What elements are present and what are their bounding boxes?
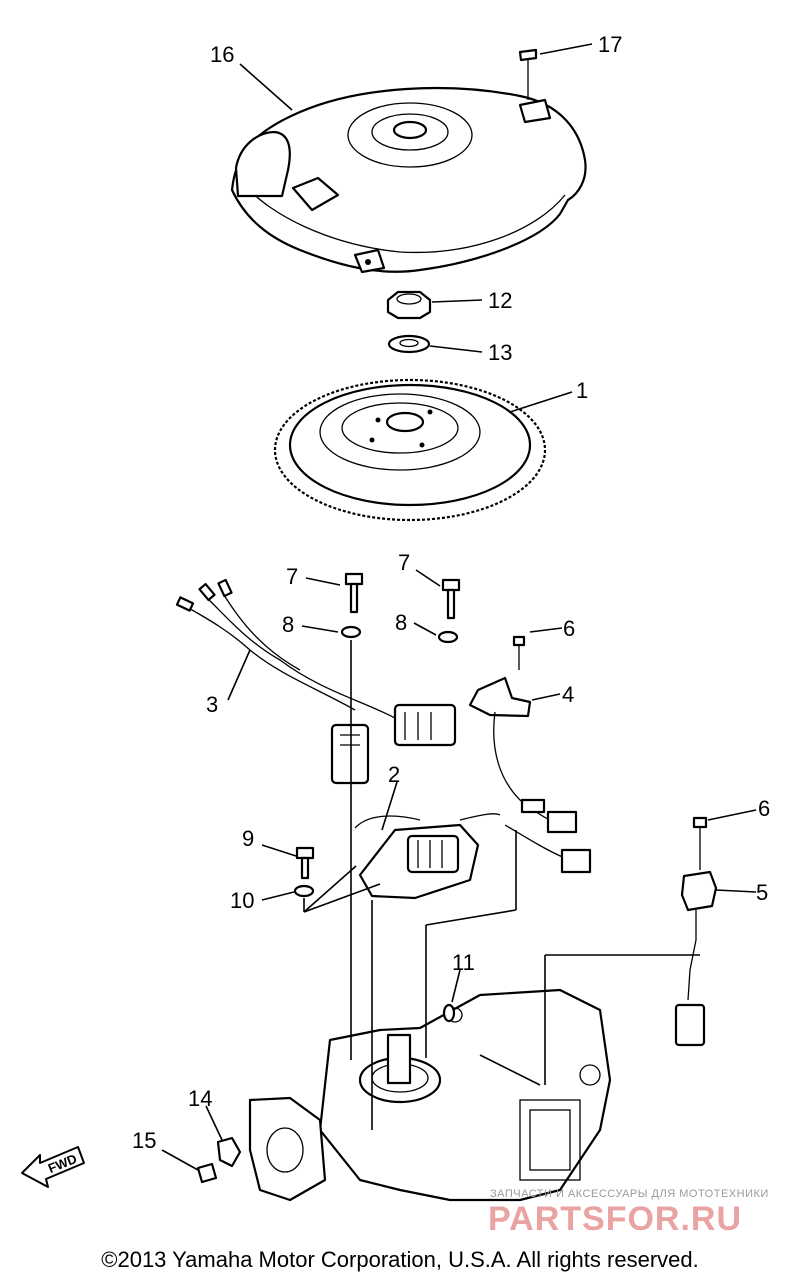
clamp-14 [216, 1136, 242, 1168]
bracket-5 [674, 870, 718, 1047]
callout-11: 11 [452, 950, 475, 975]
flywheel [273, 378, 547, 522]
callout-7-right: 7 [398, 550, 410, 575]
copyright-notice: ©2013 Yamaha Motor Corporation, U.S.A. A… [101, 1247, 699, 1272]
pin-11 [442, 1003, 456, 1023]
callout-2: 2 [388, 762, 400, 787]
bolt-7-left [344, 572, 364, 614]
lighting-coil-2 [354, 813, 592, 900]
callout-14: 14 [188, 1086, 212, 1111]
callout-4: 4 [562, 682, 574, 707]
flywheel-cover [230, 86, 587, 274]
screw-6-lower [692, 816, 708, 870]
callout-17: 17 [598, 32, 622, 57]
callout-7-left: 7 [286, 564, 298, 589]
callout-1: 1 [576, 378, 588, 403]
callout-6-lower: 6 [758, 796, 770, 821]
callout-13: 13 [488, 340, 512, 365]
washer-13 [387, 334, 431, 354]
pulser-coil-4 [468, 635, 578, 834]
callout-6-upper: 6 [563, 616, 575, 641]
washer-8-left [340, 625, 362, 639]
callout-5: 5 [756, 880, 768, 905]
callout-8-right: 8 [395, 610, 407, 635]
bolt-9 [295, 846, 315, 880]
watermark-brand: PARTSFOR.RU [488, 1200, 743, 1238]
charge-coil-harness [175, 578, 457, 785]
screw-17 [518, 48, 538, 100]
callout-9: 9 [242, 826, 254, 851]
callout-15: 15 [132, 1128, 156, 1153]
power-head [248, 988, 612, 1202]
washer-10 [293, 884, 315, 898]
nut-12 [386, 290, 432, 320]
callout-16: 16 [210, 42, 234, 67]
callout-8-left: 8 [282, 612, 294, 637]
callout-3: 3 [206, 692, 218, 717]
watermark-tagline: ЗАПЧАСТИ И АКСЕССУАРЫ ДЛЯ МОТОТЕХНИКИ [490, 1188, 769, 1200]
leader-lines [161, 43, 757, 1171]
screw-15 [196, 1162, 218, 1184]
callout-10: 10 [230, 888, 254, 913]
washer-8-right [437, 630, 459, 644]
forward-arrow-icon: FWD [21, 1146, 85, 1188]
callout-labels: 16 17 12 13 1 7 7 8 8 6 3 4 2 9 10 6 5 1… [132, 32, 770, 1153]
bolt-7-right [441, 578, 461, 620]
callout-12: 12 [488, 288, 512, 313]
